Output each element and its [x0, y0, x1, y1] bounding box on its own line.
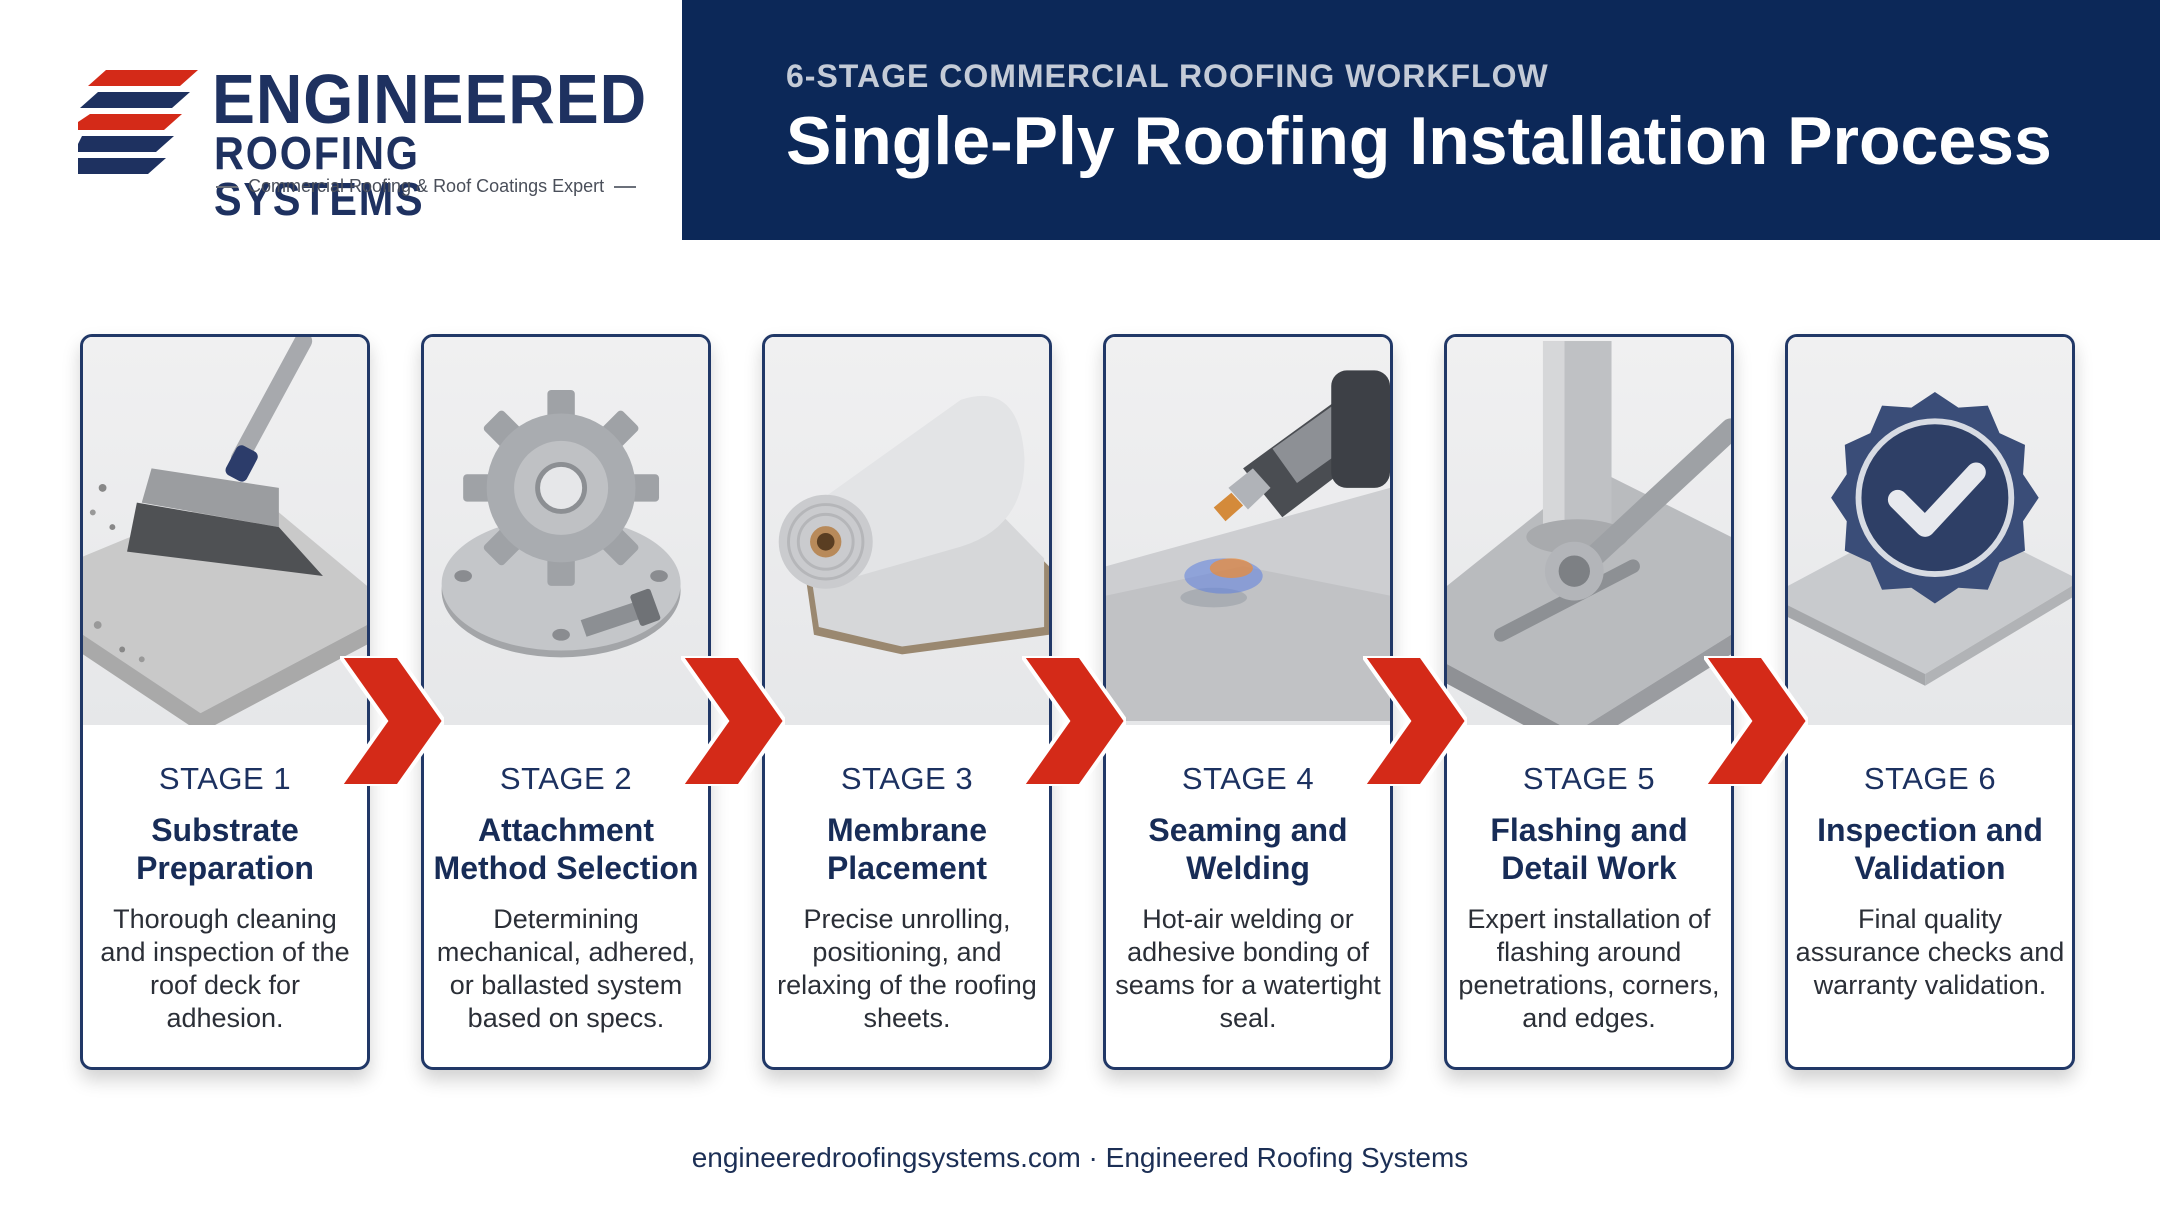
- stage-6-label: STAGE 6: [1863, 761, 1997, 796]
- wrench-pipe-icon: [1447, 341, 1731, 725]
- title-banner: 6-STAGE COMMERCIAL ROOFING WORKFLOW Sing…: [682, 0, 2160, 240]
- chevron-right-icon-3: [1022, 656, 1126, 786]
- stage-5-image: [1447, 337, 1731, 725]
- stage-card-5: STAGE 5 Flashing and Detail Work Expert …: [1444, 334, 1734, 1070]
- heat-gun-icon: [1106, 370, 1390, 721]
- brand-tagline: Commercial Roofing & Roof Coatings Exper…: [216, 176, 637, 197]
- tagline-rule-right: [614, 185, 637, 188]
- stage-6-description: Final quality assurance checks and warra…: [1795, 904, 2065, 1000]
- stage-1-image: [83, 337, 367, 725]
- tagline-rule-left: [216, 185, 238, 188]
- stage-2-image: [424, 337, 708, 725]
- stage-1-label: STAGE 1: [158, 761, 292, 796]
- stage-card-4: STAGE 4 Seaming and Welding Hot-air weld…: [1103, 334, 1393, 1070]
- stage-3-title: Membrane Placement: [826, 812, 988, 886]
- gear-icon: [441, 389, 681, 658]
- stage-3-label: STAGE 3: [840, 761, 974, 796]
- stage-2-description: Determining mechanical, adhered, or ball…: [436, 904, 696, 1033]
- stage-3-description: Precise unrolling, positioning, and rela…: [777, 904, 1037, 1033]
- checkmark-badge-icon: [1788, 391, 2072, 686]
- stage-5-label: STAGE 5: [1522, 761, 1656, 796]
- stage-6-image: [1788, 337, 2072, 725]
- stage-2-title: Attachment Method Selection: [433, 812, 699, 886]
- stage-3-image: [765, 337, 1049, 725]
- stage-2-label: STAGE 2: [499, 761, 633, 796]
- footer-attribution: engineeredroofingsystems.com · Engineere…: [691, 1142, 1469, 1173]
- stage-5-description: Expert installation of flashing around p…: [1458, 904, 1720, 1033]
- tagline-text: Commercial Roofing & Roof Coatings Exper…: [248, 176, 605, 196]
- brand-stripes-logo-icon: [78, 70, 198, 174]
- stage-6-title: Inspection and Validation: [1817, 812, 2043, 886]
- stage-1-description: Thorough cleaning and inspection of the …: [100, 904, 350, 1033]
- chevron-right-icon-2: [681, 656, 785, 786]
- brand-name-line1: ENGINEERED: [212, 60, 648, 138]
- chevron-right-icon-4: [1363, 656, 1467, 786]
- stage-4-title: Seaming and Welding: [1148, 812, 1348, 886]
- broom-icon: [83, 337, 367, 725]
- stage-card-2: STAGE 2 Attachment Method Selection Dete…: [421, 334, 711, 1070]
- membrane-roll-icon: [778, 395, 1049, 655]
- chevron-right-icon-1: [340, 656, 444, 786]
- chevron-right-icon-5: [1704, 656, 1808, 786]
- stage-4-label: STAGE 4: [1181, 761, 1315, 796]
- stage-card-3: STAGE 3 Membrane Placement Precise unrol…: [762, 334, 1052, 1070]
- banner-subtitle: 6-STAGE COMMERCIAL ROOFING WORKFLOW: [786, 58, 1549, 94]
- page-title: Single-Ply Roofing Installation Process: [786, 103, 2052, 179]
- stage-card-6: STAGE 6 Inspection and Validation Final …: [1785, 334, 2075, 1070]
- stage-4-description: Hot-air welding or adhesive bonding of s…: [1115, 904, 1381, 1033]
- brand-name-line2: ROOFING SYSTEMS: [214, 127, 425, 225]
- stage-1-title: Substrate Preparation: [136, 812, 314, 886]
- stage-5-title: Flashing and Detail Work: [1490, 812, 1688, 886]
- stage-card-1: STAGE 1 Substrate Preparation Thorough c…: [80, 334, 370, 1070]
- stage-4-image: [1106, 337, 1390, 725]
- logo-area: ENGINEERED ROOFING SYSTEMS Commercial Ro…: [0, 0, 682, 240]
